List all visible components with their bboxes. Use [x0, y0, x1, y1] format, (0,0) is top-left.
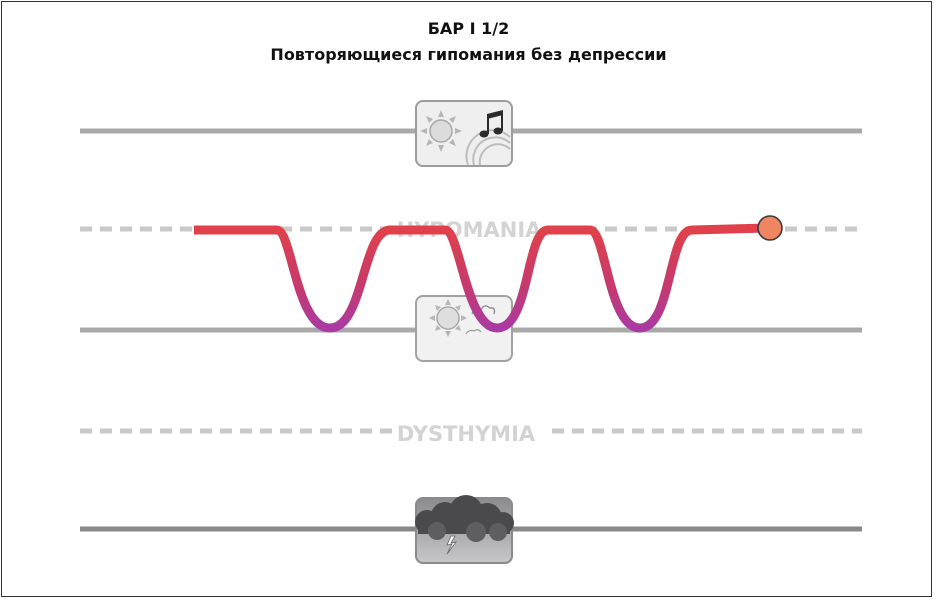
- dysthymia-label: DYSTHYMIA: [397, 422, 536, 446]
- sun-cloud-icon: [415, 295, 513, 362]
- title-line-1: БАР I 1/2: [427, 19, 510, 38]
- current-state-marker: [757, 215, 783, 241]
- storm-cloud-icon: [415, 495, 514, 564]
- title-line-2: Повторяющиеся гипомания без депрессии: [270, 45, 667, 64]
- mood-curve: [194, 223, 771, 333]
- sun-music-icon: [415, 100, 513, 167]
